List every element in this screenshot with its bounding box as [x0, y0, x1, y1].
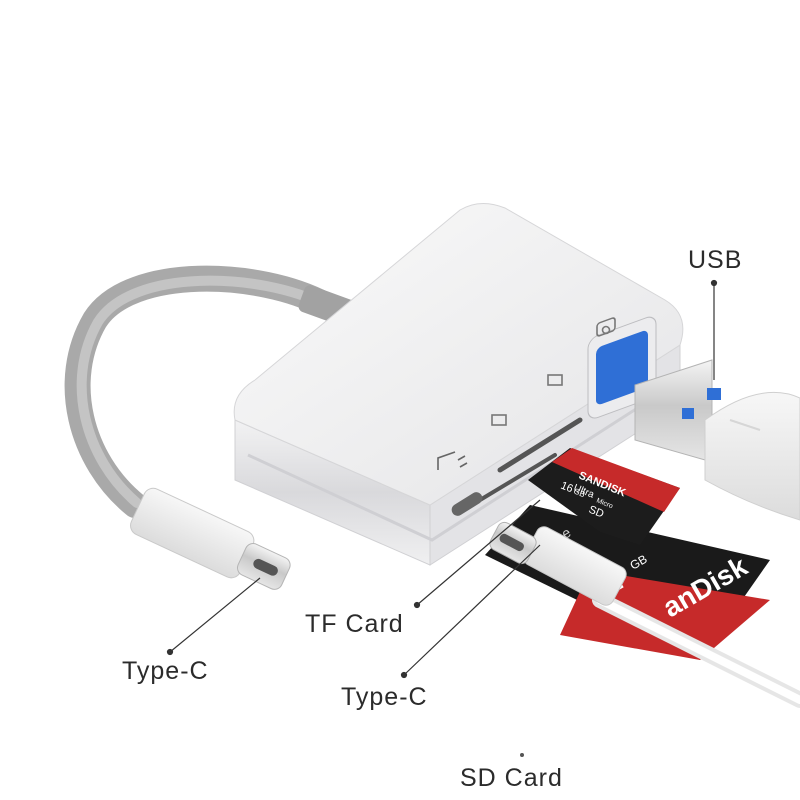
card-reader-hub — [233, 203, 684, 566]
type-c-port — [451, 492, 483, 516]
callout-type-c-cable — [166, 577, 261, 656]
sd-card-label: SD Card — [460, 764, 563, 792]
tf-card-format: SD — [587, 504, 606, 521]
type-c-plug — [130, 487, 291, 590]
tf-card-capacity: 16 — [559, 480, 575, 496]
type-c-cable-label: Type-C — [122, 657, 209, 685]
tf-card-capacity-unit: GB — [572, 487, 586, 500]
callout-tf-card — [413, 499, 541, 609]
callout-type-c-port — [400, 544, 541, 679]
type-c-port-label: Type-C — [341, 683, 428, 711]
usb-a-plug — [634, 359, 800, 521]
tf-card-label: TF Card — [305, 610, 404, 638]
callout-sd-card — [520, 753, 524, 757]
tf-card: SANDISK Ultra 16 GB Micro SD — [528, 448, 680, 545]
callout-usb — [710, 279, 718, 380]
charging-icon — [437, 451, 468, 470]
type-c-plug-2 — [489, 521, 800, 708]
tf-icon — [491, 414, 507, 426]
sd-card-slot — [497, 417, 583, 473]
camera-icon — [596, 317, 616, 337]
sd-icon — [547, 374, 563, 386]
usb-label: USB — [688, 246, 743, 274]
tf-card-slot — [478, 453, 557, 502]
